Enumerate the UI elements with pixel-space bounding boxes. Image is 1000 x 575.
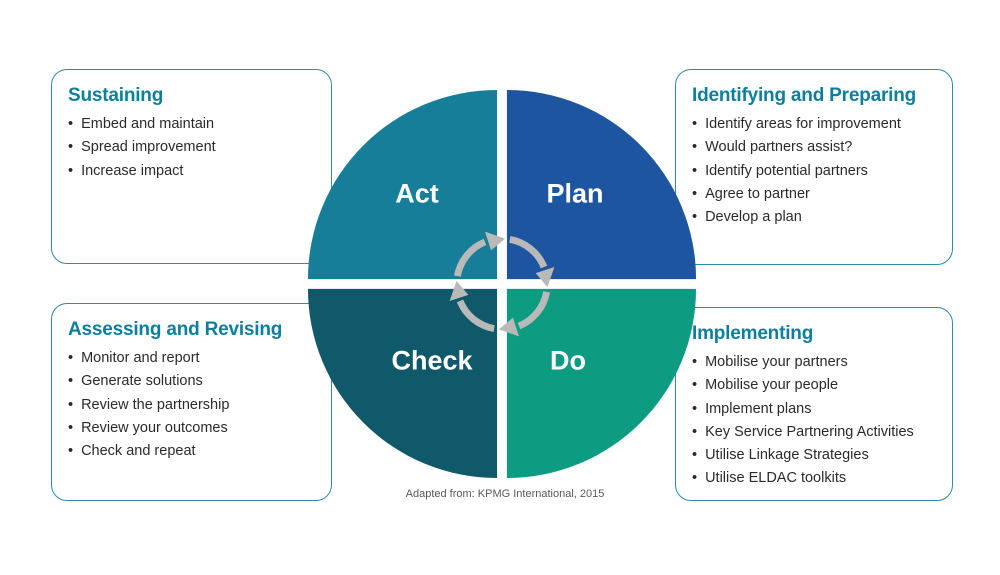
bullet-text: Review your outcomes bbox=[81, 419, 228, 436]
bullet-text: Embed and maintain bbox=[81, 116, 215, 132]
bullet-text: Identify potential partners bbox=[705, 162, 868, 179]
bullet-item: Spread improvement bbox=[68, 136, 315, 159]
bullet-text: Check and repeat bbox=[81, 443, 196, 460]
bullet-item: Review the partnership bbox=[68, 394, 315, 417]
bullet-item: Identify areas for improvement bbox=[692, 113, 936, 136]
info-box-sustaining: Sustaining Embed and maintain Spread imp… bbox=[51, 69, 332, 264]
bullet-list-identifying-preparing: Identify areas for improvement Would par… bbox=[692, 113, 936, 229]
bullet-item: Mobilise your partners bbox=[692, 351, 936, 374]
quadrant-label-do: Do bbox=[550, 345, 586, 376]
bullet-text: Key Service Partnering Activities bbox=[705, 423, 914, 440]
bullet-text: Utilise ELDAC toolkits bbox=[705, 470, 847, 487]
pdca-circle bbox=[305, 87, 699, 481]
info-box-implementing: Implementing Mobilise your partners Mobi… bbox=[675, 307, 953, 501]
bullet-text: Spread improvement bbox=[81, 139, 216, 156]
bullet-item: Utilise Linkage Strategies bbox=[692, 444, 936, 467]
bullet-item: Increase impact bbox=[68, 160, 315, 183]
box-title-identifying-preparing: Identifying and Preparing bbox=[692, 85, 917, 106]
bullet-item: Mobilise your people bbox=[692, 374, 936, 397]
bullet-text: Review the partnership bbox=[81, 396, 230, 413]
bullet-item: Generate solutions bbox=[68, 370, 315, 393]
bullet-item: Develop a plan bbox=[692, 206, 936, 229]
quadrant-label-check: Check bbox=[391, 345, 473, 376]
bullet-text: Increase impact bbox=[81, 162, 184, 179]
info-box-assessing-revising: Assessing and Revising Monitor and repor… bbox=[51, 303, 332, 501]
bullet-item: Embed and maintain bbox=[68, 113, 315, 136]
bullet-item: Utilise ELDAC toolkits bbox=[692, 467, 936, 490]
cycle-arrow-icon bbox=[453, 231, 506, 277]
bullet-item: Monitor and report bbox=[68, 347, 315, 370]
bullet-text: Mobilise your partners bbox=[705, 354, 848, 370]
quadrant-plan-wedge bbox=[506, 89, 697, 280]
bullet-item: Agree to partner bbox=[692, 183, 936, 206]
bullet-text: Develop a plan bbox=[705, 209, 802, 226]
bullet-item: Review your outcomes bbox=[68, 417, 315, 440]
bullet-text: Implement plans bbox=[705, 400, 812, 417]
bullet-text: Generate solutions bbox=[81, 373, 203, 390]
box-title-sustaining: Sustaining bbox=[68, 85, 164, 106]
bullet-item: Key Service Partnering Activities bbox=[692, 421, 936, 444]
box-title-assessing-revising: Assessing and Revising bbox=[68, 319, 283, 340]
quadrant-act-wedge bbox=[307, 89, 498, 280]
bullet-text: Identify areas for improvement bbox=[705, 116, 901, 132]
bullet-list-assessing-revising: Monitor and report Generate solutions Re… bbox=[68, 347, 315, 463]
pdca-circle-graphic bbox=[307, 89, 697, 479]
box-title-implementing: Implementing bbox=[692, 323, 814, 344]
bullet-text: Utilise Linkage Strategies bbox=[705, 447, 869, 464]
info-box-identifying-preparing: Identifying and Preparing Identify areas… bbox=[675, 69, 953, 265]
bullet-item: Implement plans bbox=[692, 398, 936, 421]
quadrant-label-act: Act bbox=[395, 178, 439, 209]
bullet-item: Would partners assist? bbox=[692, 136, 936, 159]
bullet-text: Monitor and report bbox=[81, 350, 200, 366]
source-caption: Adapted from: KPMG International, 2015 bbox=[405, 488, 605, 500]
bullet-list-implementing: Mobilise your partners Mobilise your peo… bbox=[692, 351, 936, 491]
bullet-text: Agree to partner bbox=[705, 185, 810, 202]
bullet-text: Mobilise your people bbox=[705, 377, 839, 394]
bullet-item: Identify potential partners bbox=[692, 160, 936, 183]
bullet-text: Would partners assist? bbox=[705, 139, 853, 156]
quadrant-check-wedge bbox=[307, 288, 498, 479]
bullet-item: Check and repeat bbox=[68, 440, 315, 463]
quadrant-label-plan: Plan bbox=[546, 178, 604, 209]
quadrant-do-wedge bbox=[506, 288, 697, 479]
bullet-list-sustaining: Embed and maintain Spread improvement In… bbox=[68, 113, 315, 183]
